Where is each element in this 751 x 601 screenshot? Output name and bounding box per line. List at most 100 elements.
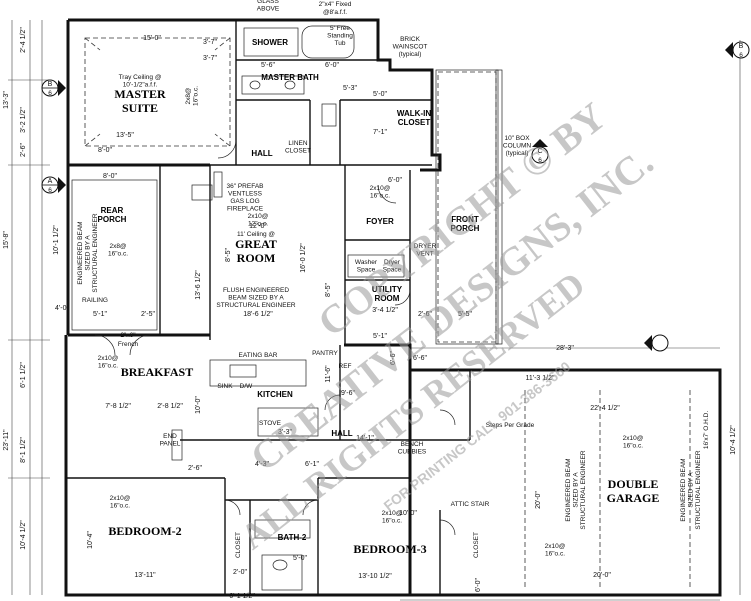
dim-right-top: 2'-4 1/2"	[20, 27, 27, 53]
dim-rear-porch-width: 8'-0"	[103, 173, 117, 180]
dim-breakfast-2: 2'-8 1/2"	[157, 403, 183, 410]
dim-great-width: 12'-0"	[249, 223, 267, 230]
dim-garage-width: 22'-4 1/2"	[590, 405, 620, 412]
hall-top-label: HALL	[251, 149, 272, 158]
dim-bedroom2-width: 13'-11"	[134, 572, 156, 579]
bath-2-label: BATH-2	[278, 533, 307, 542]
dim-misc-3: 11'-6"	[325, 365, 332, 383]
foyer-joist-note: 2x10@16"o.c.	[370, 185, 391, 199]
dim-misc-6: 4'-3"	[255, 461, 269, 468]
dim-master-width: 15'-0"	[143, 35, 161, 42]
kitchen-label: KITCHEN	[257, 390, 293, 399]
garage-joist-note-2: 2x10@16"o.c.	[545, 543, 566, 557]
dim-utility-width: 3'-4 1/2"	[372, 307, 398, 314]
section-marker-arrow-garage	[644, 334, 669, 352]
dim-great-vertical: 16'-0 1/2"	[300, 243, 307, 273]
dim-garage-depth: 20'-0"	[535, 491, 542, 509]
dim-misc-5: 2'-6"	[188, 465, 202, 472]
interior-walls	[66, 20, 471, 595]
dim-bath-2: 6'-0"	[325, 62, 339, 69]
dim-left-5: 6'-1 1/2"	[20, 362, 27, 388]
dim-utility-depth: 6'-6"	[413, 355, 427, 362]
exterior-walls	[64, 18, 722, 597]
copyright-watermark: COPYRIGHT © BY CREATIVE DESIGNS, INC. AL…	[233, 93, 662, 557]
door-swings	[94, 139, 456, 536]
dim-hall-width: 14'-1"	[356, 435, 374, 442]
dim-great-total: 18'-6 1/2"	[243, 311, 273, 318]
dim-right-r: 5'-1"	[373, 333, 387, 340]
bedroom-3-label: BEDROOM-3	[353, 542, 426, 556]
tray-ceiling-note: Tray Ceiling @10'-1/2"a.f.f.	[119, 74, 162, 88]
dim-porch-small-2: 2'-5"	[141, 311, 155, 318]
porch-beam-note: ENGINEERED BEAMSIZED BY ASTRUCTURAL ENGI…	[77, 213, 99, 293]
dim-bath2-depth: 5'-0"	[293, 555, 307, 562]
ref-note: REF	[339, 363, 352, 370]
bedroom-2-label: BEDROOM-2	[108, 524, 181, 538]
overhead-door-note: 16'x7' O.H.D.	[703, 411, 710, 449]
hall-mid-label: HALL	[331, 429, 352, 438]
bedroom2-joist-note: 2x10@16"o.c.	[110, 495, 131, 509]
sink-note: SINK	[217, 383, 233, 390]
dim-misc-4: 8'-5"	[225, 248, 232, 262]
dim-bedroom3-depth: 10'-0"	[399, 510, 417, 517]
master-bath-label: MASTER BATH	[261, 73, 319, 82]
steps-per-grade-note: Steps Per Grade	[486, 422, 535, 429]
dim-left-7: 2'-6"	[20, 143, 27, 157]
dim-master-depth: 13'-5"	[116, 132, 134, 139]
fixed-window-height: @8'a.f.f.	[323, 9, 347, 16]
shower-label: SHOWER	[252, 38, 288, 47]
section-marker-b-right: B 6	[725, 41, 750, 59]
dim-misc-2: 9'-6"	[341, 390, 355, 397]
section-b-number: 6	[48, 90, 52, 97]
garage-beam-note-right: ENGINEERED BEAMSIZED BY ASTRUCTURAL ENGI…	[680, 450, 702, 530]
great-room-joist-note: 2x10@12"o.c.	[248, 213, 269, 227]
section-b-right-letter: B	[739, 43, 744, 50]
dashed-outlines	[84, 37, 691, 590]
dim-foyer-depth: 8'-5"	[325, 283, 332, 297]
dim-misc-1: 3'-7"	[203, 55, 217, 62]
dim-great-height: 13'-6 1/2"	[195, 270, 202, 300]
dim-left-4: 10'-4 1/2"	[20, 520, 27, 550]
closet-b2-label: CLOSET	[235, 532, 242, 558]
dim-misc-7: 8'-0"	[98, 147, 112, 154]
dim-left-1: 13'-3"	[3, 91, 10, 109]
watermark-line-2: CREATIVE DESIGNS, INC.	[242, 139, 661, 481]
bedroom3-joist-note: 2x10@16"o.c.	[382, 510, 403, 524]
dim-bath-3: 5'-3"	[343, 85, 357, 92]
garage-beam-note-left: ENGINEERED BEAMSIZED BY ASTRUCTURAL ENGI…	[565, 450, 587, 530]
dimension-labels: 15'-0" 13'-5" 3'-7" 5'-6" 6'-0" 5'-3" 5'…	[3, 27, 737, 600]
section-b-letter: B	[48, 81, 53, 88]
french-door-size: 2"x6"	[120, 332, 136, 339]
dim-bedroom2-depth: 10'-4"	[87, 531, 94, 549]
dw-note: D/W	[240, 383, 254, 390]
dim-bath2-width: 6'-1 1/2"	[229, 593, 255, 600]
attic-stair-note: ATTIC STAIR	[451, 501, 490, 508]
master-joist-note: 2x8@16"o.c.	[185, 86, 199, 106]
section-marker-c-right: C 6	[531, 139, 549, 164]
garage-joist-note: 2x10@16"o.c.	[623, 435, 644, 449]
dim-left-8: 3'-2 1/2"	[20, 107, 27, 133]
dim-kitchen-width: 3'-3"	[278, 429, 292, 436]
section-marker-b-left: B 6	[41, 79, 66, 97]
dimension-lines	[8, 20, 741, 601]
fixed-window-note: 2"x4" Fixed	[319, 1, 352, 8]
dim-closet-2: 7'-1"	[373, 129, 387, 136]
eating-bar-note: EATING BAR	[239, 352, 278, 359]
section-c-number: 6	[538, 157, 542, 164]
dim-porch-small-3: 4'-0"	[55, 305, 69, 312]
